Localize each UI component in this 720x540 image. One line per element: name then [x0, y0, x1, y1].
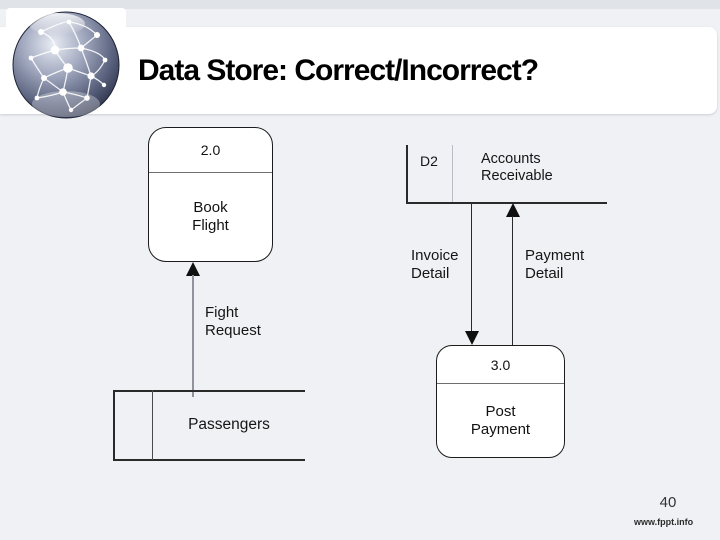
payment-detail-arrowhead [506, 203, 520, 217]
flow-label-flight-request: Fight Request [205, 304, 261, 340]
invoice-detail-line [471, 204, 473, 332]
flow-label-line: Detail [411, 265, 450, 282]
process-post-payment: 3.0 Post Payment [436, 345, 565, 458]
flow-label-line: Detail [525, 265, 564, 282]
datastore-name-line: Accounts [481, 151, 541, 167]
flight-request-arrowhead [186, 262, 200, 276]
datastore-name-line: Receivable [481, 168, 553, 184]
process-number-text: 3.0 [490, 356, 511, 373]
watermark-link[interactable]: www.fppt.info [634, 517, 694, 527]
page-title: Data Store: Correct/Incorrect? [138, 54, 539, 87]
flow-label-line: Request [205, 322, 261, 339]
payment-detail-line [512, 216, 514, 345]
process-number: 3.0 [437, 346, 564, 384]
datastore-left-line [406, 145, 408, 203]
process-name: Book Flight [149, 173, 272, 261]
process-name-line: Flight [192, 217, 229, 234]
datastore-id: D2 [420, 153, 438, 169]
flow-label-line: Fight [205, 304, 239, 321]
page-number: 40 [659, 494, 677, 511]
process-name-line: Payment [470, 420, 531, 438]
datastore-bottom-line [406, 202, 607, 204]
flow-label-line: Payment [525, 247, 585, 264]
flight-request-line [192, 275, 194, 397]
process-number: 2.0 [149, 128, 272, 173]
process-name: Post Payment [437, 384, 564, 457]
process-name-line: Post [485, 402, 516, 420]
process-name-line: Book [193, 199, 228, 216]
top-edge-strip [0, 0, 720, 9]
process-book-flight: 2.0 Book Flight [148, 127, 273, 262]
entity-passengers-label: Passengers [188, 416, 270, 433]
datastore-name: Accounts Receivable [481, 151, 553, 185]
flow-label-invoice-detail: Invoice Detail [411, 247, 459, 283]
datastore-divider-line [452, 145, 454, 203]
passengers-bottom-line [113, 459, 305, 461]
passengers-divider-line [152, 390, 154, 460]
process-number-text: 2.0 [200, 142, 221, 158]
globe-network-icon [12, 11, 120, 119]
invoice-detail-arrowhead [465, 331, 479, 345]
flow-label-line: Invoice [411, 247, 459, 264]
globe-network-logo-icon [6, 2, 126, 128]
passengers-left-line [113, 390, 115, 460]
passengers-top-line [113, 390, 305, 392]
flow-label-payment-detail: Payment Detail [525, 247, 584, 283]
